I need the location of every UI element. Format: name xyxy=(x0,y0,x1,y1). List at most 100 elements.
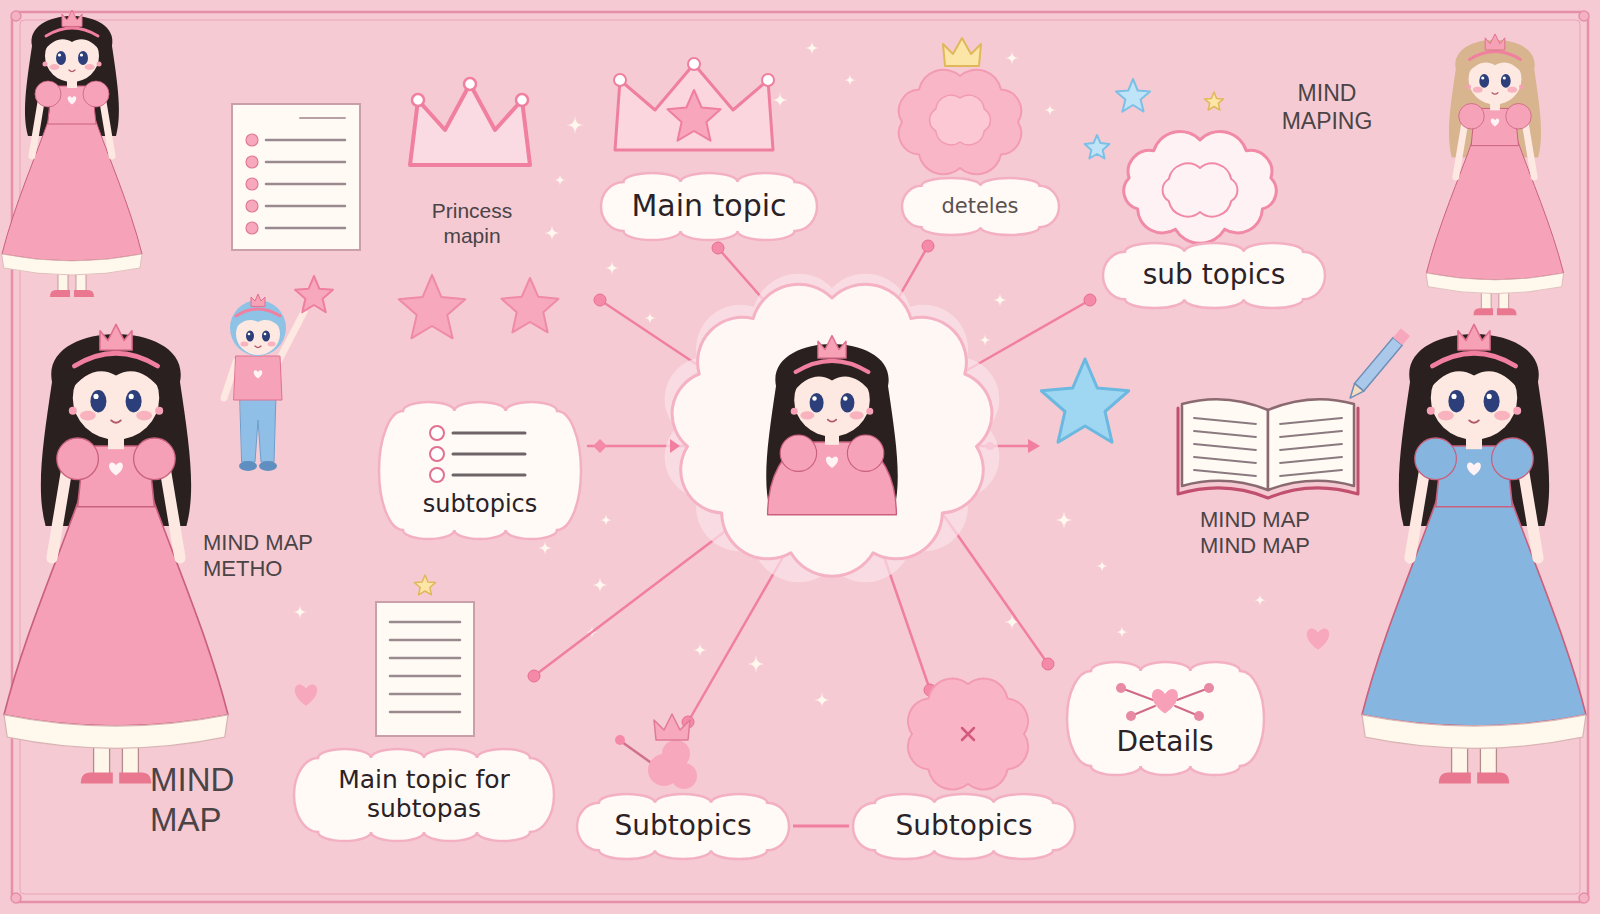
spoke-line xyxy=(534,520,740,676)
princess-figure xyxy=(1362,324,1586,783)
princess-figure xyxy=(90,390,106,412)
princess-bust xyxy=(818,336,846,358)
child-figure xyxy=(248,333,251,336)
princess-bust xyxy=(843,396,847,400)
book-icon xyxy=(1194,457,1256,463)
princess-figure xyxy=(1494,411,1510,421)
outline-cloud xyxy=(1205,92,1224,110)
princess-figure xyxy=(2,254,142,275)
cloud-node: deteles xyxy=(898,174,1063,239)
princess-figure xyxy=(1469,420,1479,422)
sparkle xyxy=(1254,594,1266,606)
sparkle xyxy=(600,514,612,526)
princess-figure xyxy=(1459,104,1484,129)
star-crown-icon xyxy=(688,58,700,70)
list-document xyxy=(266,205,345,208)
cloud-node: sub topics xyxy=(1099,239,1329,312)
princess-figure xyxy=(1477,772,1509,783)
princess-figure xyxy=(1497,308,1517,315)
crown-icon xyxy=(412,94,424,106)
cloud-outline xyxy=(1063,658,1268,779)
princess-figure xyxy=(1492,93,1498,94)
crown-ornament xyxy=(622,742,650,762)
princess-figure xyxy=(134,438,176,480)
star-crown-icon xyxy=(615,64,773,150)
sparkle xyxy=(747,655,765,673)
pencil-icon xyxy=(1346,383,1364,401)
outline-cloud xyxy=(1124,131,1276,243)
child-figure xyxy=(240,342,248,347)
pencil-icon xyxy=(1355,338,1403,392)
princess-figure xyxy=(1513,407,1521,415)
node-text: Subtopics xyxy=(896,810,1033,842)
child-figure xyxy=(236,309,280,316)
princess-figure xyxy=(1519,84,1524,89)
node-text: Subtopics xyxy=(615,810,752,842)
princess-figure xyxy=(56,51,66,65)
center-cloud xyxy=(665,274,1000,582)
princess-figure xyxy=(2,116,142,261)
princess-figure xyxy=(69,70,75,72)
princess-figure xyxy=(68,96,77,104)
child-figure xyxy=(255,346,261,348)
book-icon xyxy=(1280,431,1342,437)
sparkle xyxy=(1096,560,1108,572)
sparkle xyxy=(592,577,608,593)
ornament-frame xyxy=(20,20,1580,894)
ornament-frame xyxy=(11,11,1589,903)
outline-cloud xyxy=(1085,79,1277,243)
cloud-node: Main topic xyxy=(597,169,821,244)
spoke-line xyxy=(1084,294,1096,306)
princess-figure xyxy=(1487,394,1492,399)
princess-figure xyxy=(35,81,61,107)
cloud-outline xyxy=(601,173,817,240)
princess-figure xyxy=(1438,411,1454,421)
sparkle xyxy=(554,174,566,186)
pink-star xyxy=(399,275,559,338)
star-crown-icon xyxy=(614,58,774,150)
heart-network-icon xyxy=(1116,683,1126,693)
princess-figure xyxy=(1484,390,1500,412)
ornament-frame xyxy=(11,11,21,21)
book-icon xyxy=(1194,431,1256,437)
child-figure xyxy=(234,356,282,400)
child-figure xyxy=(230,300,286,356)
princess-figure xyxy=(80,53,83,56)
sparkle xyxy=(805,41,819,55)
child-figure xyxy=(239,461,257,471)
sparkle xyxy=(1116,626,1128,638)
princess-figure xyxy=(1506,104,1531,129)
cloud-outline xyxy=(1103,243,1325,308)
sparkle xyxy=(693,643,707,657)
spoke-line xyxy=(593,439,607,453)
caption-label: MIND MAP xyxy=(150,760,260,839)
list-document xyxy=(390,639,460,642)
princess-figure xyxy=(1451,394,1456,399)
child-figure xyxy=(251,294,265,306)
book-icon xyxy=(1280,457,1342,463)
cloud-node: Details xyxy=(1063,658,1268,779)
cloud-node: Subtopics xyxy=(849,790,1079,863)
princess-figure xyxy=(126,390,142,412)
sparkle xyxy=(844,74,856,86)
princess-bust xyxy=(796,361,869,372)
child-figure xyxy=(240,395,276,462)
princess-figure xyxy=(4,494,228,726)
heart-network-icon xyxy=(1105,678,1225,722)
flower-cloud xyxy=(908,678,1028,789)
princess-figure xyxy=(155,407,163,415)
princess-figure xyxy=(1485,34,1505,50)
crown-icon xyxy=(464,78,476,90)
child-figure xyxy=(259,461,277,471)
pink-star xyxy=(502,278,559,332)
crown-icon xyxy=(516,94,528,106)
princess-figure xyxy=(49,64,59,70)
node-text: Details xyxy=(1116,726,1213,758)
caption-label: MIND MAP MIND MAP xyxy=(1200,507,1365,560)
princess-figure xyxy=(1467,463,1481,476)
ornament-frame xyxy=(1579,11,1589,21)
cloud-outline xyxy=(902,178,1059,235)
crown-icon xyxy=(410,78,530,165)
